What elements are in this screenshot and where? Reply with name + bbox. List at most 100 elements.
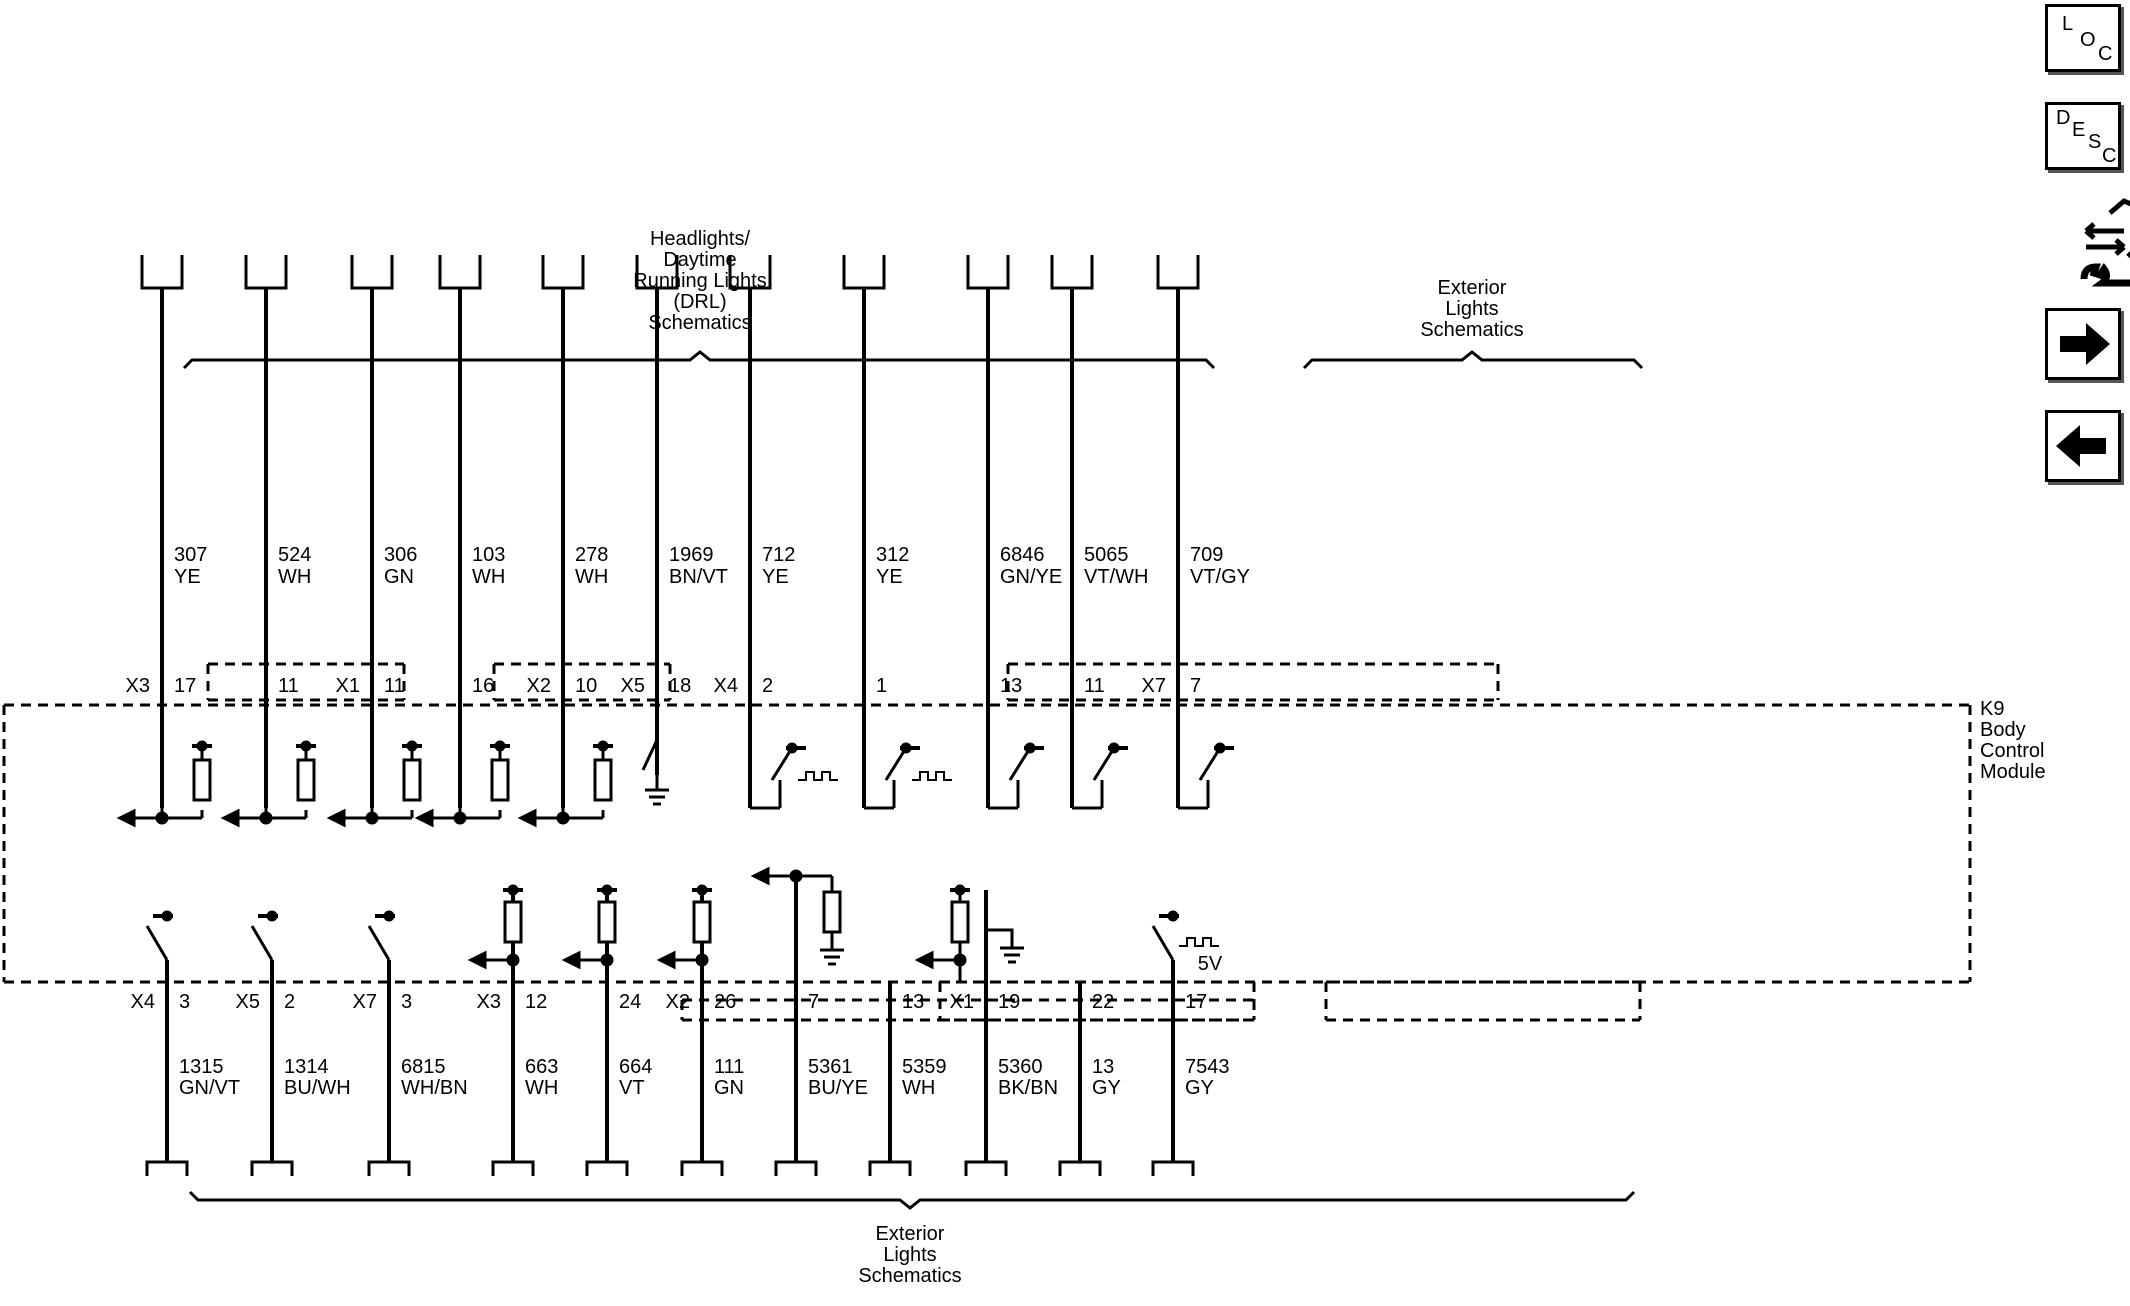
headlights-brace [182,350,1216,370]
wire-color: WH [525,1077,558,1099]
circuit-number: 13 [1092,1056,1114,1078]
exterior-bottom-header: Lights [883,1244,936,1266]
resistor [490,758,510,802]
terminal [140,255,184,290]
junction-dot [600,953,614,967]
circuit-number: 312 [876,544,909,566]
service-tool-button[interactable] [2080,195,2130,291]
circuit-number: 6846 [1000,544,1045,566]
pin-number: 11 [1084,675,1105,697]
wire-color: WH [472,566,505,588]
exterior-top-header: Schematics [1420,319,1523,341]
pin-number: 13 [902,991,924,1013]
wire-color: VT/GY [1190,566,1250,588]
module-label: Control [1980,740,2044,762]
circuit-number: 5065 [1084,544,1129,566]
circuit-number: 709 [1190,544,1223,566]
next-page-button[interactable] [2045,308,2121,380]
pin-number: 3 [179,991,190,1013]
arrow-left-icon [2056,425,2106,467]
connector-id: X3 [477,991,501,1013]
resistor [692,900,712,944]
arrow-left-icon [517,808,537,828]
five-volt-label: 5V [1198,953,1223,975]
wire-color: GN [714,1077,744,1099]
junction-dot [695,953,709,967]
circuit-number: 5360 [998,1056,1043,1078]
junction-dot [900,742,912,754]
wire-color: GY [1185,1077,1214,1099]
circuit-number: 278 [575,544,608,566]
connector-id: X3 [126,675,150,697]
previous-page-button[interactable] [2045,410,2121,482]
exterior-top-brace [1302,350,1644,370]
pin-number: 24 [619,991,641,1013]
terminal [966,255,1010,290]
pin-number: 11 [384,675,405,697]
resistor [192,758,212,802]
arrow-left-icon [467,950,487,970]
arrow-left-icon [326,808,346,828]
wire-color: YE [174,566,201,588]
circuit-number: 663 [525,1056,558,1078]
circuit-number: 5359 [902,1056,947,1078]
wire-color: GN/YE [1000,566,1062,588]
terminal [1151,1160,1195,1176]
connector-id: X1 [950,991,974,1013]
pwm-symbol [1179,937,1219,947]
pin-number: 3 [401,991,412,1013]
wire-color: BK/BN [998,1077,1058,1099]
terminal [145,1160,189,1176]
junction-dot [1024,742,1036,754]
terminal [244,255,288,290]
arrow-left-icon [750,866,770,886]
terminal [868,1160,912,1176]
loc-letter-l: L [2062,13,2074,35]
terminal [842,255,886,290]
connector-id: X2 [527,675,551,697]
terminal [1156,255,1200,290]
connector-id: X7 [1142,675,1166,697]
arrow-right-icon [2060,323,2110,365]
connector-id: X2 [666,991,690,1013]
resistor [597,900,617,944]
loc-button[interactable]: L O C [2045,4,2121,72]
wire-color: WH/BN [401,1077,468,1099]
wire-color: BU/YE [808,1077,868,1099]
exterior-top-header: Lights [1445,298,1498,320]
exterior-bottom-brace [188,1190,1636,1210]
wire-color: YE [762,566,789,588]
circuit-number: 103 [472,544,505,566]
terminal [1058,1160,1102,1176]
circuit-number: 5361 [808,1056,853,1078]
arrow-left-icon [116,808,136,828]
pin-number: 17 [174,675,196,697]
junction-dot [597,740,609,752]
switch-contact [1151,925,1175,961]
desc-letter-d: D [2056,107,2071,129]
pwm-symbol [798,771,838,781]
junction-dot [406,740,418,752]
junction-dot [494,740,506,752]
connector-id: X5 [621,675,645,697]
headlights-header: Schematics [648,312,751,334]
arrow-left-icon [914,950,934,970]
switch-contact [145,925,169,961]
circuit-number: 1969 [669,544,714,566]
pin-number: 2 [284,991,295,1013]
resistor [822,890,842,934]
connector-id: X7 [353,991,377,1013]
pin-number: 22 [1092,991,1114,1013]
desc-letter-c: C [2102,145,2117,167]
junction-dot [786,742,798,754]
circuit-number: 664 [619,1056,652,1078]
pin-number: 10 [575,675,597,697]
junction-dot [601,884,613,896]
desc-button[interactable]: D E S C [2045,102,2121,170]
exterior-bottom-header: Schematics [858,1265,961,1287]
ground-link [984,928,1014,982]
resistor [296,758,316,802]
wire-color: YE [876,566,903,588]
junction-dot [696,884,708,896]
